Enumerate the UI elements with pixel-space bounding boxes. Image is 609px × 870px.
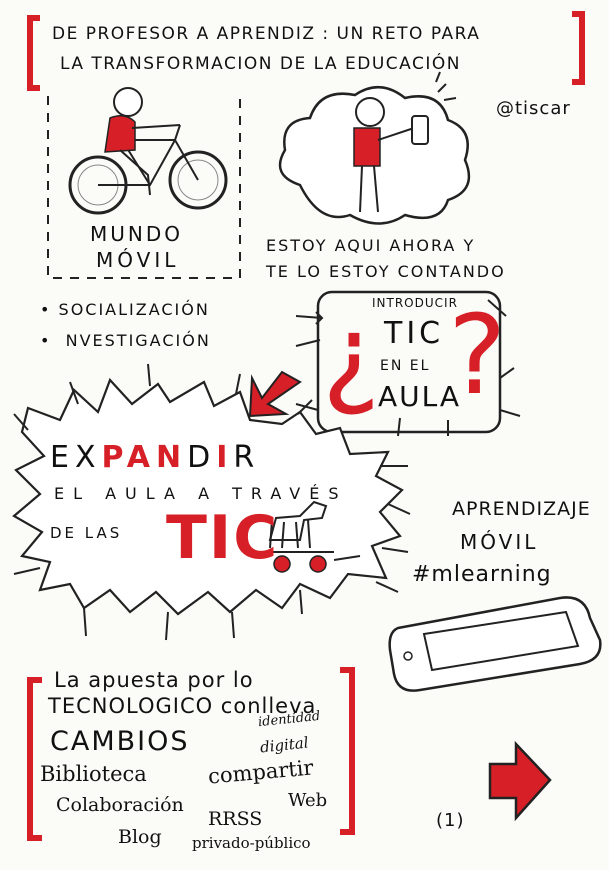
cyclist-drawing	[68, 87, 228, 215]
inverted-question-mark: ¿	[322, 291, 381, 419]
expandir-part: PAN	[101, 440, 188, 475]
aprendizaje-line-1: APRENDIZAJE	[452, 498, 591, 520]
question-top-label: INTRODUCIR	[372, 296, 458, 310]
title-bracket-right	[572, 11, 585, 85]
bottom-web: Web	[288, 790, 328, 811]
question-tic-label: TIC	[384, 316, 445, 351]
aprendizaje-line-2: MÓVIL	[460, 530, 539, 554]
title-line-2: LA TRANSFORMACION DE LA EDUCACIÓN	[60, 54, 461, 74]
horse-drawing	[262, 500, 361, 573]
bottom-colaboracion: Colaboración	[56, 794, 184, 816]
bottom-blog: Blog	[118, 826, 162, 848]
mundo-line-1: MUNDO	[90, 222, 183, 246]
page-number: (1)	[436, 810, 465, 831]
bottom-privado: privado-público	[192, 834, 311, 852]
bottom-line-2: TECNOLOGICO conlleva	[48, 694, 317, 718]
red-arrow-left	[248, 370, 302, 418]
title-bracket-left	[27, 15, 40, 91]
bullet-list: • SOCIALIZACIÓN • NVESTIGACIÓN	[40, 300, 211, 350]
bottom-cambios: CAMBIOS	[50, 726, 190, 757]
bottom-bracket-left	[27, 677, 42, 841]
explosion-arrows	[13, 363, 411, 641]
estoy-line-1: ESTOY AQUI AHORA Y	[266, 236, 476, 255]
bullet-item: • NVESTIGACIÓN	[40, 331, 211, 350]
bottom-line-1: La apuesta por lo	[54, 668, 254, 692]
question-en-el-label: EN EL	[380, 358, 431, 374]
mundo-line-2: MÓVIL	[96, 248, 180, 272]
dashed-frame	[47, 96, 241, 279]
question-box	[316, 290, 502, 434]
expandir-line-3: DE LAS	[50, 524, 123, 542]
tablet-drawing	[388, 596, 602, 692]
bottom-rrss: RRSS	[208, 808, 263, 830]
expandir-word: EXPANDIR	[50, 440, 260, 475]
bullet-label: NVESTIGACIÓN	[65, 331, 211, 350]
title-line-1: DE PROFESOR A APRENDIZ : UN RETO PARA	[52, 24, 481, 44]
bullet-item: • SOCIALIZACIÓN	[40, 300, 210, 319]
question-aula-label: AULA	[378, 380, 462, 413]
expandir-part: D	[187, 440, 217, 475]
bottom-bracket-right	[340, 667, 355, 835]
cloud-drawing	[278, 71, 471, 225]
explosion-shape	[12, 377, 404, 616]
question-mark: ?	[448, 291, 507, 419]
author-handle: @tiscar	[496, 98, 571, 119]
expandir-part: R	[233, 440, 261, 475]
estoy-line-2: TE LO ESTOY CONTANDO	[266, 262, 506, 281]
expandir-tic: TIC	[166, 503, 280, 573]
bottom-biblioteca: Biblioteca	[40, 762, 147, 786]
aprendizaje-line-3: #mlearning	[412, 562, 552, 587]
expandir-line-2: EL AULA A TRAVÉS	[54, 484, 348, 503]
red-arrow-right	[488, 740, 552, 822]
expandir-part: EX	[50, 440, 102, 475]
bullet-label: SOCIALIZACIÓN	[58, 300, 210, 319]
expandir-part: I	[216, 440, 234, 475]
